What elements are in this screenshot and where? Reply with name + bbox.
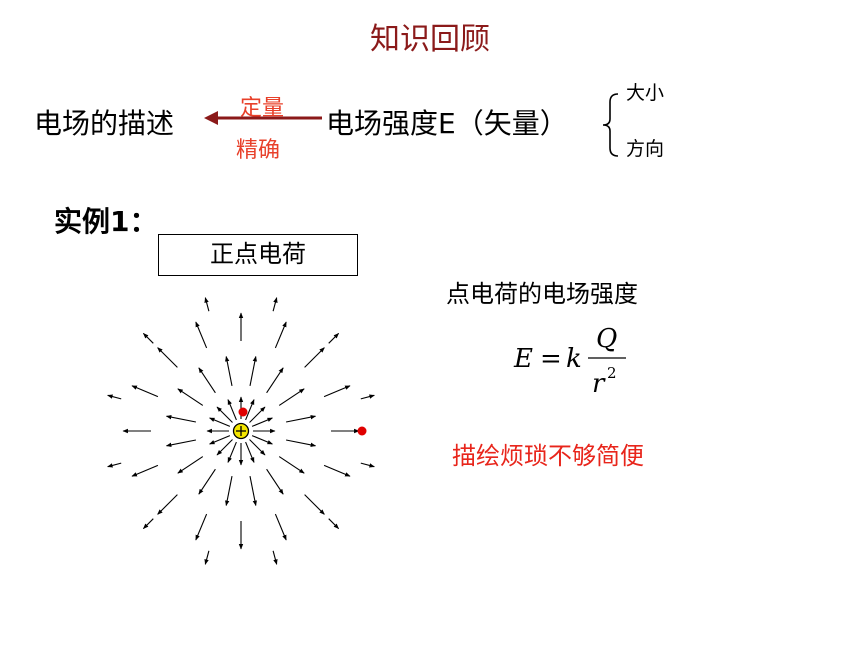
field-line-arrow — [251, 435, 273, 445]
field-line-arrow — [304, 347, 325, 368]
field-line-arrow — [131, 464, 159, 477]
field-line-arrow — [227, 441, 237, 463]
field-line-arrow — [195, 321, 208, 349]
field-line-arrow — [251, 417, 273, 427]
field-line-arrow — [198, 367, 216, 394]
field-line-arrow — [266, 367, 284, 394]
example-label: 实例1： — [54, 205, 158, 238]
field-line-arrow — [272, 297, 278, 312]
field-line-arrow — [204, 550, 210, 565]
field-line-arrow — [131, 385, 159, 398]
field-line-arrow — [249, 439, 266, 456]
field-line-arrow — [249, 475, 258, 507]
field-line-arrow — [328, 518, 339, 529]
field-line-arrow — [216, 406, 233, 423]
formula-equals: = — [540, 344, 562, 374]
arrow-label-precise: 精确 — [236, 138, 281, 163]
formula-heading: 点电荷的电场强度 — [446, 280, 638, 308]
field-line-arrow — [227, 399, 237, 421]
charge-type-box: 正点电荷 — [158, 234, 358, 276]
field-line-arrow — [274, 321, 287, 349]
field-line-arrow — [304, 494, 325, 515]
field-line-arrow — [323, 464, 351, 477]
field-line-arrow — [323, 385, 351, 398]
field-line-arrow — [224, 355, 233, 387]
field-line-arrow — [360, 462, 375, 468]
field-line-arrow — [285, 439, 317, 448]
field-strength-label: 电场强度E（矢量） — [326, 107, 568, 140]
test-point-marker — [238, 407, 248, 417]
field-line-arrow — [278, 456, 305, 474]
field-line-arrow — [143, 518, 154, 529]
field-strength-formula: E = k Q r 2 — [513, 324, 626, 399]
field-line-arrow — [165, 414, 197, 423]
field-line-arrow — [274, 513, 287, 541]
field-line-arrow — [285, 414, 317, 423]
field-line-arrow — [165, 439, 197, 448]
conclusion-text: 描绘烦琐不够简便 — [452, 442, 644, 470]
field-line-arrow — [328, 333, 339, 344]
field-line-arrow — [107, 394, 122, 400]
field-line-arrow — [209, 417, 231, 427]
formula-lhs: E — [513, 344, 533, 374]
arrow-label-quantitative: 定量 — [240, 96, 285, 121]
field-line-arrow — [157, 494, 178, 515]
field-line-arrow — [266, 468, 284, 495]
field-line-arrow — [272, 550, 278, 565]
brace-item-magnitude: 大小 — [626, 82, 665, 104]
field-description-label: 电场的描述 — [34, 107, 175, 140]
field-line-arrow — [177, 388, 204, 406]
formula-exponent: 2 — [607, 364, 617, 382]
positive-charge-icon — [232, 422, 250, 440]
field-line-arrow — [216, 439, 233, 456]
electric-field-diagram — [107, 297, 375, 565]
field-line-arrow — [245, 399, 255, 421]
page-title: 知识回顾 — [370, 22, 490, 57]
field-line-arrow — [198, 468, 216, 495]
formula-coefficient: k — [566, 344, 582, 374]
field-line-arrow — [195, 513, 208, 541]
field-line-arrow — [249, 355, 258, 387]
formula-numerator: Q — [596, 324, 617, 354]
test-point-marker — [357, 426, 367, 436]
field-line-arrow — [209, 435, 231, 445]
field-line-arrow — [278, 388, 305, 406]
field-line-arrow — [107, 462, 122, 468]
field-line-arrow — [204, 297, 210, 312]
field-line-arrow — [360, 394, 375, 400]
left-brace-icon — [602, 93, 619, 157]
field-line-arrow — [143, 333, 154, 344]
formula-denominator: r — [592, 369, 606, 399]
left-arrow-icon — [204, 111, 322, 125]
field-line-arrow — [249, 406, 266, 423]
field-line-arrow — [224, 475, 233, 507]
brace-item-direction: 方向 — [626, 138, 665, 160]
field-line-arrow — [157, 347, 178, 368]
field-line-arrow — [177, 456, 204, 474]
field-line-arrow — [245, 441, 255, 463]
